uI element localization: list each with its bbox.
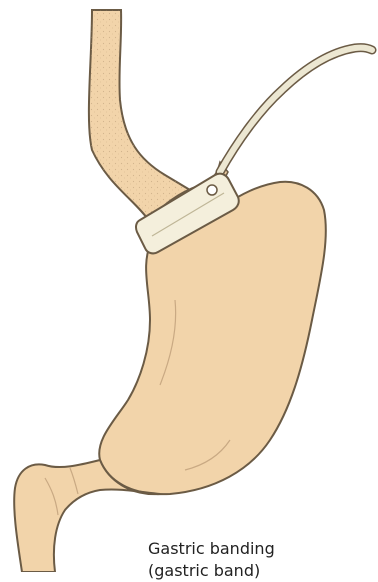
esophagus (89, 10, 190, 222)
caption-line-1: Gastric banding (148, 538, 378, 560)
figure-caption: Gastric banding (gastric band) (148, 538, 378, 582)
stomach (99, 182, 326, 494)
band-port-ring (207, 185, 217, 195)
caption-line-2: (gastric band) (148, 560, 378, 582)
connecting-tube (220, 48, 372, 172)
